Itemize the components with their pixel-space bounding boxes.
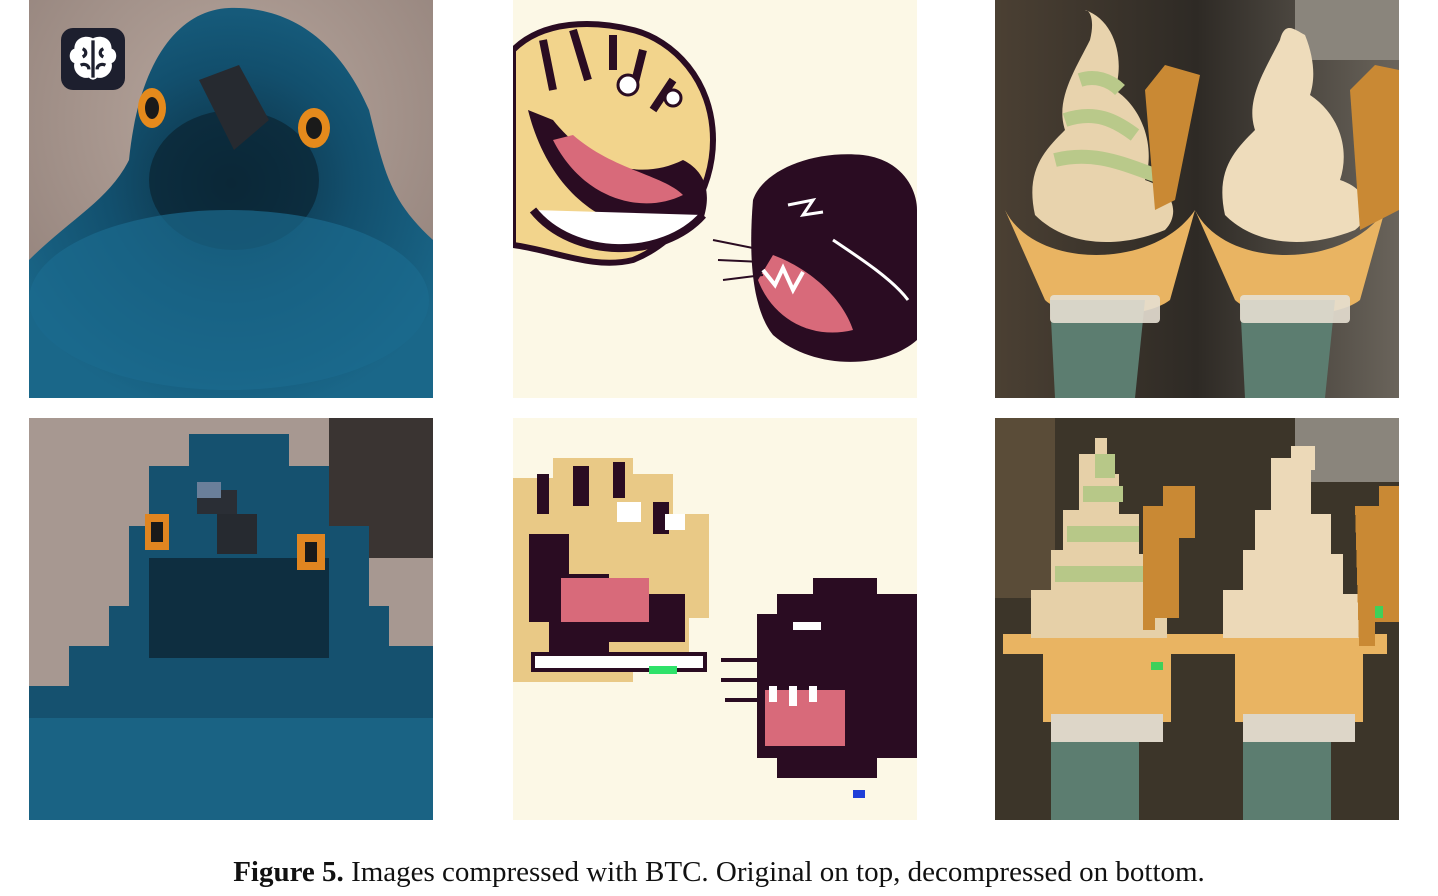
tattoo-original-image bbox=[513, 0, 917, 398]
figure-caption: Figure 5. Images compressed with BTC. Or… bbox=[0, 856, 1438, 889]
brain-icon-button[interactable] bbox=[61, 28, 125, 90]
icecream-decompressed-image bbox=[995, 418, 1399, 820]
bird-decompressed-image bbox=[29, 418, 433, 820]
tattoo-decompressed-image bbox=[513, 418, 917, 820]
brain-icon bbox=[69, 36, 117, 80]
bird-original-image bbox=[29, 0, 433, 398]
icecream-original-image bbox=[995, 0, 1399, 398]
figure-caption-text: Images compressed with BTC. Original on … bbox=[351, 856, 1205, 888]
figure-label: Figure 5. bbox=[233, 856, 344, 888]
